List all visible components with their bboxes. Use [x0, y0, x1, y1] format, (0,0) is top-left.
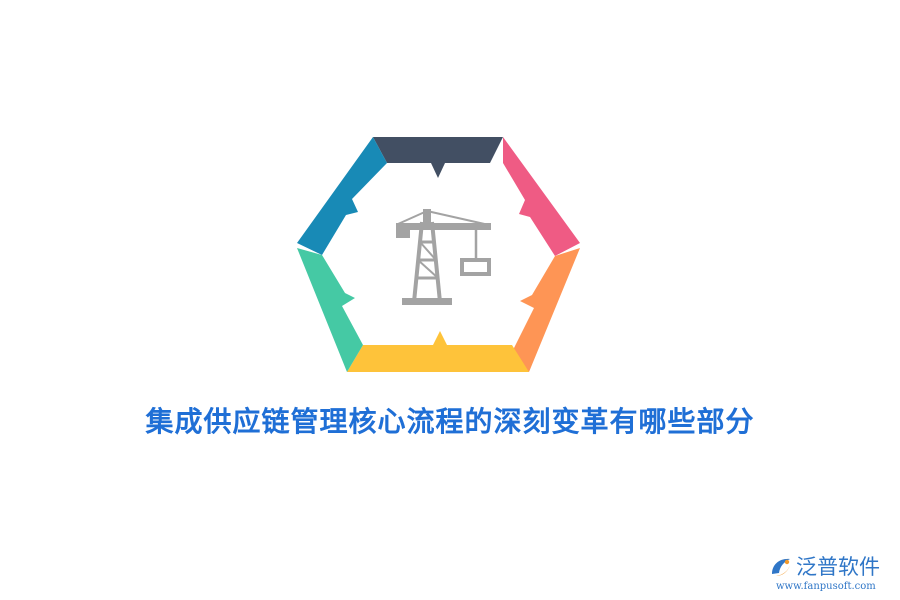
page-title: 集成供应链管理核心流程的深刻变革有哪些部分: [145, 405, 755, 438]
segment-upper-right: [503, 137, 580, 256]
tower-crane-icon: [396, 209, 491, 305]
segment-top: [373, 137, 503, 178]
segment-bottom: [347, 331, 529, 372]
segment-lower-right: [512, 248, 580, 372]
segment-upper-left: [297, 137, 387, 255]
brand-watermark: 泛普软件 www.fanpusoft.com: [768, 552, 894, 596]
fanpu-logo-icon: [772, 558, 790, 576]
segment-lower-left: [297, 248, 363, 372]
brand-url: www.fanpusoft.com: [776, 581, 876, 592]
brand-name: 泛普软件: [796, 555, 880, 579]
